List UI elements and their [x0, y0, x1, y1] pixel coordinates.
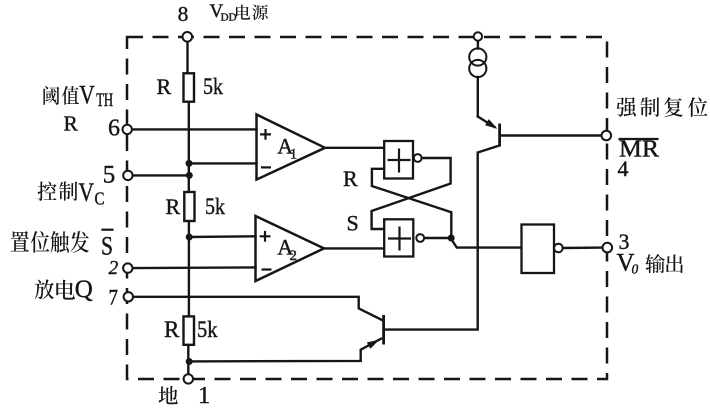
svg-text:S: S [347, 211, 359, 236]
svg-text:5k: 5k [203, 74, 223, 100]
svg-text:5k: 5k [197, 317, 218, 342]
svg-text:A: A [277, 133, 293, 158]
svg-text:C: C [95, 188, 105, 208]
svg-text:7: 7 [109, 285, 119, 310]
svg-text:V: V [79, 177, 95, 207]
svg-text:S: S [101, 231, 113, 260]
svg-text:R: R [64, 112, 79, 136]
svg-text:A: A [277, 235, 293, 260]
svg-text:MR: MR [619, 137, 659, 163]
svg-text:R: R [343, 166, 358, 191]
svg-text:4: 4 [618, 156, 629, 181]
svg-text:0: 0 [632, 261, 639, 276]
svg-text:V: V [617, 250, 635, 277]
svg-text:Q: Q [75, 276, 93, 303]
svg-text:1: 1 [198, 382, 210, 409]
svg-text:8: 8 [178, 2, 189, 26]
svg-text:R: R [164, 317, 180, 342]
svg-text:V: V [210, 1, 224, 22]
svg-text:V: V [79, 79, 95, 109]
svg-text:TH: TH [96, 90, 113, 111]
svg-text:DD: DD [221, 12, 237, 23]
svg-text:R: R [166, 194, 181, 219]
svg-text:5k: 5k [205, 194, 225, 219]
svg-text:2: 2 [290, 248, 298, 264]
svg-text:2: 2 [109, 258, 119, 279]
svg-text:R: R [157, 74, 172, 99]
svg-text:1: 1 [290, 147, 298, 163]
svg-text:6: 6 [108, 116, 120, 142]
svg-text:3: 3 [619, 229, 630, 254]
svg-text:5: 5 [103, 161, 116, 188]
